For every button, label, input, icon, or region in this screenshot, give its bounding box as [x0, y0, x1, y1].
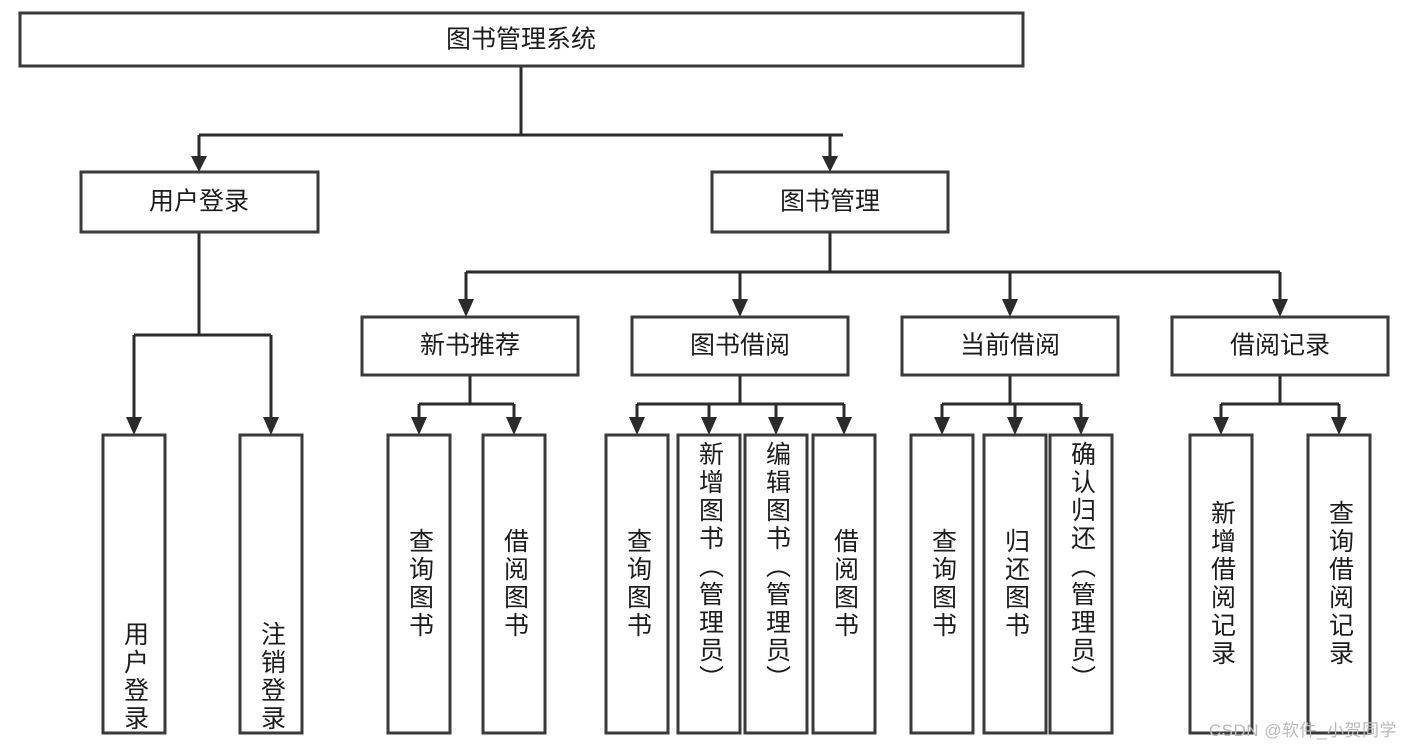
node-root[interactable]: 图书管理系统 — [18, 11, 1025, 68]
leaf-node-borrow-book-1[interactable] — [481, 433, 547, 735]
node-book-borrow-label: 图书借阅 — [690, 332, 790, 360]
connector-current-to-leaves — [934, 375, 1089, 435]
connector-userlogin-to-leaves — [126, 232, 279, 435]
node-current-borrow-label: 当前借阅 — [960, 332, 1060, 360]
node-new-book-recommend-label: 新书推荐 — [420, 332, 520, 360]
node-current-borrow[interactable]: 当前借阅 — [900, 315, 1120, 377]
connector-borrow-to-leaves — [629, 375, 852, 435]
leaf-node-add-book[interactable] — [676, 433, 742, 735]
leaf-node-add-record[interactable] — [1188, 433, 1254, 735]
leaf-node-edit-book[interactable] — [743, 433, 809, 735]
connector-records-to-leaves — [1213, 375, 1347, 435]
leaf-node-query-book-1[interactable] — [386, 433, 452, 735]
node-borrow-records[interactable]: 借阅记录 — [1170, 315, 1390, 377]
connector-newbook-to-leaves — [411, 375, 522, 435]
node-borrow-records-label: 借阅记录 — [1230, 332, 1330, 360]
node-book-management[interactable]: 图书管理 — [710, 170, 950, 234]
leaf-node-borrow-book-2[interactable] — [811, 433, 877, 735]
node-new-book-recommend[interactable]: 新书推荐 — [360, 315, 580, 377]
connector-root-to-level2 — [191, 66, 843, 172]
node-book-borrow[interactable]: 图书借阅 — [630, 315, 850, 377]
connector-bookmgmt-to-level3 — [458, 232, 1288, 317]
leaf-node-query-record[interactable] — [1306, 433, 1372, 735]
leaf-node-logout[interactable] — [238, 433, 304, 735]
watermark: CSDN @软件_小贺同学 — [1208, 721, 1397, 740]
leaf-node-return-book[interactable] — [982, 433, 1048, 735]
node-book-management-label: 图书管理 — [780, 188, 880, 216]
leaf-node-query-book-3[interactable] — [909, 433, 975, 735]
node-user-login[interactable]: 用户登录 — [79, 170, 320, 234]
node-root-label: 图书管理系统 — [446, 26, 596, 54]
leaf-node-user-login[interactable] — [101, 433, 167, 735]
leaf-node-confirm-return[interactable] — [1048, 433, 1114, 735]
leaf-rects — [101, 433, 1372, 735]
leaf-node-query-book-2[interactable] — [604, 433, 670, 735]
node-user-login-label: 用户登录 — [149, 188, 249, 216]
